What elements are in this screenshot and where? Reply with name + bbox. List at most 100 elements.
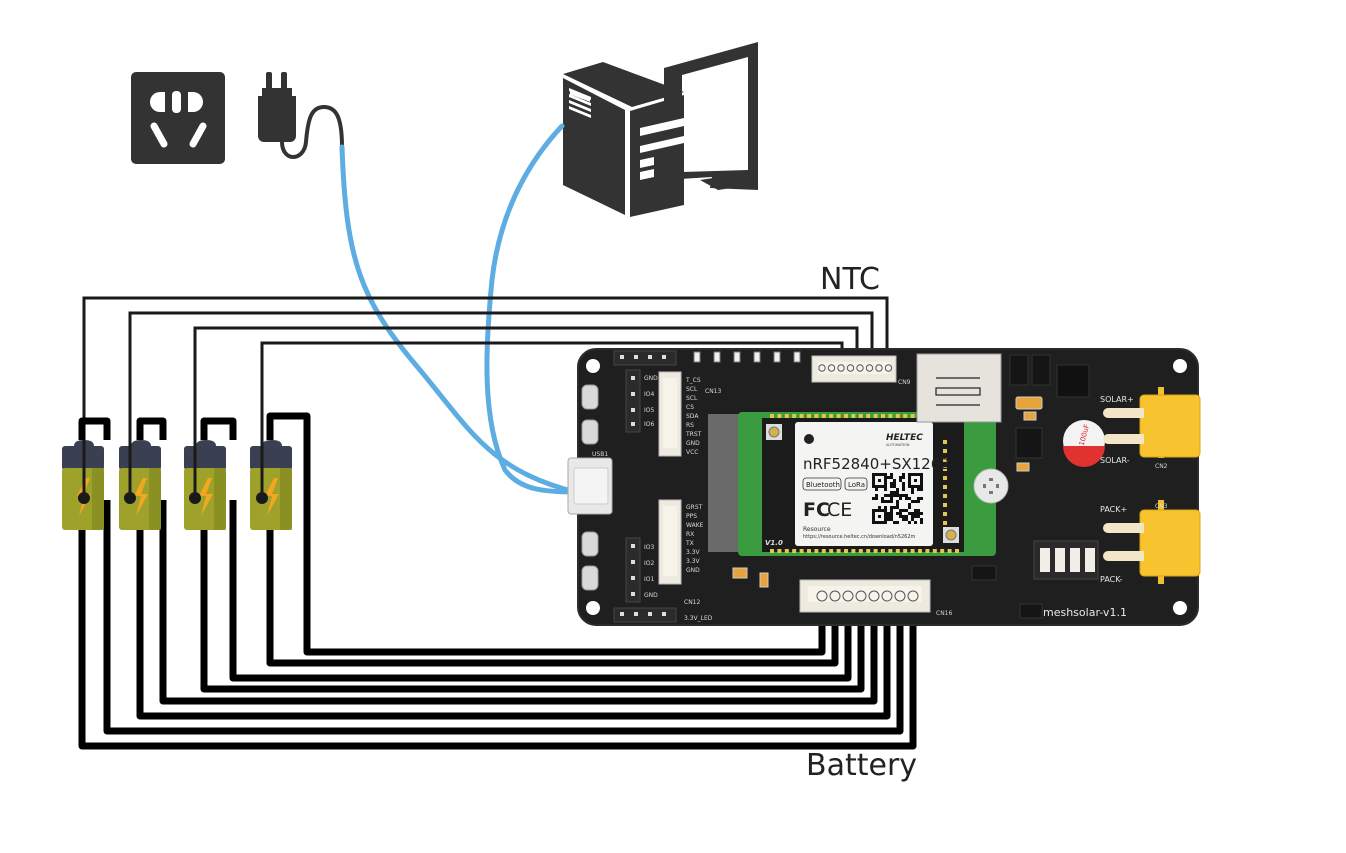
svg-text:IO1: IO1 [644,576,654,583]
usb-c-port[interactable] [567,457,613,515]
ntc-probe [256,492,268,504]
ntc-connector-pin [856,364,864,372]
svg-text:VCC: VCC [686,449,698,456]
svg-text:3.3V: 3.3V [686,549,701,556]
module-pad [770,414,774,418]
module-pad [873,549,878,553]
module-pad [858,549,863,553]
module-pad [792,549,797,553]
module-pad [903,414,908,418]
module-pad [829,549,834,553]
ntc-probe [189,492,201,504]
module-pad [799,414,804,418]
module-pad [844,414,848,418]
svg-text:SDA: SDA [686,413,699,420]
xt60-pack-connector[interactable] [1103,500,1201,584]
svg-text:WAKE: WAKE [686,522,704,529]
battery-connector-pin [842,590,854,602]
module-pad [784,414,789,418]
battery-connector-pin [855,590,867,602]
svg-text:GRST: GRST [686,504,703,511]
svg-text:GND: GND [644,375,658,382]
module-pad [821,549,826,553]
module-pad [873,414,878,418]
ntc-probe [78,492,90,504]
fcc-mark: FC [803,499,830,521]
button-cpu-user[interactable] [581,565,599,591]
svg-text:IO5: IO5 [644,407,654,414]
svg-text:IO6: IO6 [644,421,654,428]
module-pad [943,458,947,462]
module-pad [829,414,834,418]
module-pad [918,549,922,553]
pack-pos-label: PACK+ [1100,505,1127,514]
module-pad [814,414,819,418]
module-pad [807,414,811,418]
button-shutdown[interactable] [581,384,599,410]
module-pad [947,549,952,553]
desktop-computer-icon [563,42,758,217]
module-pad [777,414,782,418]
module-pad [784,549,789,553]
module-pad [851,549,856,553]
battery-connector-pin [894,590,906,602]
module-pad [943,521,947,525]
mounting-hole [586,359,600,373]
button-disp[interactable] [581,419,599,445]
module-pad [955,549,959,553]
module-pad [866,549,871,553]
module-pad [903,549,908,553]
svg-text:3.3V: 3.3V [686,558,701,565]
bluetooth-badge: Bluetooth [806,481,840,489]
svg-text:CN12: CN12 [684,599,700,606]
battery-connector-pin [829,590,841,602]
svg-text:T_CS: T_CS [685,377,701,384]
ntc-connector-pin [827,364,836,372]
solar-neg-label: SOLAR- [1100,456,1130,465]
svg-text:Resource: Resource [803,526,831,533]
usb-label: USB1 [592,451,608,458]
svg-text:CN9: CN9 [898,379,911,386]
display-connector[interactable] [658,371,682,457]
power-outlet-icon [131,72,225,164]
module-pad [943,449,947,453]
ntc-connector-pin [875,364,883,372]
battery-cell-icon [62,440,104,530]
module-pad [821,414,826,418]
svg-text:IO3: IO3 [644,544,654,551]
module-pad [888,414,893,418]
ntc-connector-pin [884,364,893,372]
resource-url: https://resource.heltec.cn/download/n526… [803,534,916,540]
module-pad [895,414,900,418]
dip-switch[interactable] [1033,540,1099,580]
mounting-hole [1173,359,1187,373]
svg-text:PPS: PPS [686,513,697,520]
module-pad [792,414,797,418]
gps-connector[interactable] [658,499,682,585]
module-pad [866,414,871,418]
heltec-logo: HELTEC [886,433,923,443]
module-pad [895,549,900,553]
battery-connector-pin [816,590,828,602]
button-cpu-rst[interactable] [581,531,599,557]
lora-badge: LoRa [848,481,865,489]
ce-mark: CE [827,499,852,521]
ntc-connector-pin [846,364,855,372]
standoff [973,468,1009,504]
module-pad [881,549,885,553]
module-pad [910,414,915,418]
qr-code [872,473,923,524]
xt60-solar-connector[interactable] [1103,387,1201,458]
antenna-connector-ble [943,527,959,543]
svg-text:V1.0: V1.0 [765,539,783,547]
svg-text:SCL: SCL [686,386,698,393]
module-pad [943,494,947,498]
module-pad [881,414,885,418]
module-pad [943,476,947,480]
module-pad [836,549,841,553]
svg-text:TX: TX [685,540,694,547]
module-pad [770,549,774,553]
svg-text:3.3V_LED: 3.3V_LED [684,615,713,622]
battery-cell-icon [119,440,161,530]
